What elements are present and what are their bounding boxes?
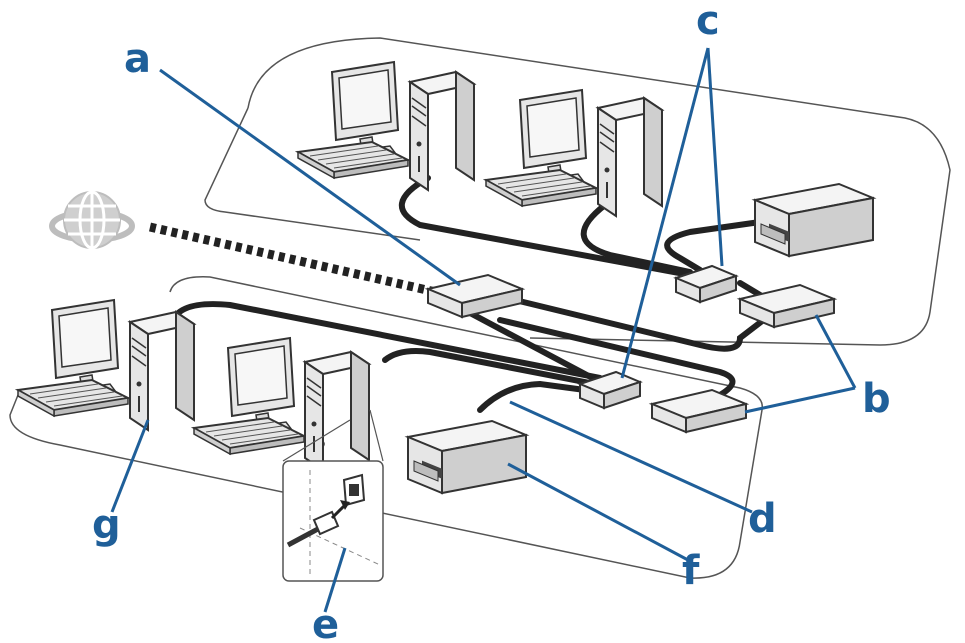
lower-pc-1-tower (129, 311, 195, 431)
callout-c: c (696, 0, 720, 44)
upper-printer (754, 183, 874, 257)
upper-pc-2-tower (597, 97, 663, 217)
callout-b: b (862, 376, 891, 422)
upper-floor-cables (399, 175, 773, 352)
callout-leader-lines (110, 47, 857, 613)
wall-jack-inset (282, 409, 384, 582)
lower-access-point (651, 389, 747, 433)
lower-floor-plane (9, 276, 764, 579)
callout-g: g (92, 502, 121, 548)
upper-pc-1-monitor (297, 61, 429, 179)
lower-pc-1-monitor (17, 299, 149, 417)
callout-d: d (748, 496, 777, 542)
central-router (427, 274, 523, 318)
internet-connection (149, 222, 441, 298)
upper-floor-plane (247, 37, 951, 346)
lower-pc-2-tower (304, 351, 370, 471)
upper-floor-plane-left (204, 107, 421, 241)
callout-e: e (312, 602, 339, 643)
callout-f: f (682, 548, 700, 594)
upper-pc-1-tower (409, 71, 475, 191)
callout-a: a (124, 36, 151, 82)
internet-globe-icon (49, 190, 135, 250)
lower-printer (407, 420, 527, 494)
